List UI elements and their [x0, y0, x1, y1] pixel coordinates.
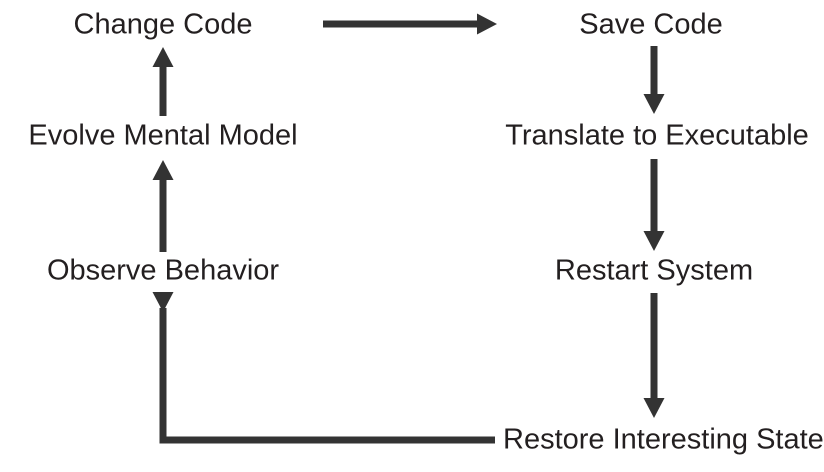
node-save-code: Save Code — [579, 8, 723, 41]
arrow-head — [152, 47, 174, 67]
node-restart-system: Restart System — [554, 254, 754, 287]
arrow-head — [643, 398, 665, 418]
node-translate-to-executable: Translate to Executable — [505, 119, 809, 152]
edge-observe-to-evolve — [152, 160, 174, 252]
arrow-head — [477, 13, 497, 35]
arrow-head — [643, 231, 665, 251]
edge-evolve-to-change-code — [152, 47, 174, 116]
arrow-head — [152, 292, 174, 312]
node-evolve-mental-model: Evolve Mental Model — [28, 119, 298, 152]
node-restore-interesting-state: Restore Interesting State — [503, 423, 824, 456]
arrow-head — [152, 160, 174, 180]
edge-restart-to-restore — [643, 293, 665, 418]
arrow-elbow-shaft — [159, 308, 495, 444]
arrow-head — [643, 94, 665, 114]
edge-save-code-to-translate — [643, 46, 665, 114]
edge-change-code-to-save-code — [323, 13, 497, 35]
edge-translate-to-restart — [643, 159, 665, 251]
node-observe-behavior: Observe Behavior — [46, 254, 280, 287]
edge-restore-to-observe — [152, 292, 495, 444]
node-change-code: Change Code — [73, 8, 253, 41]
